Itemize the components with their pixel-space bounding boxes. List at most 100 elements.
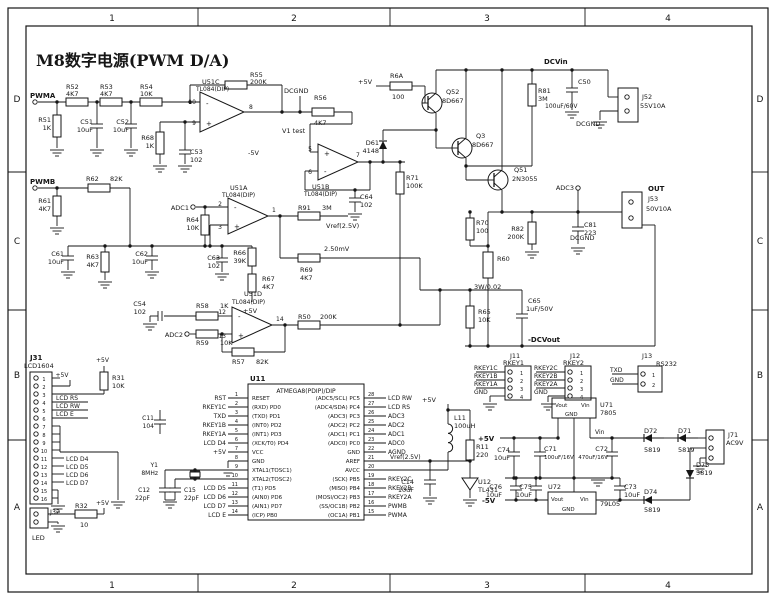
label-b: B [14,371,20,381]
label-r81: R81 [538,87,551,95]
label-c12: C12 [138,487,150,494]
label-22: 22 [368,446,374,452]
label-28: 28 [368,392,374,398]
label-lcd-d7: LCD D7 [204,503,227,510]
label-tl084-dip: TL084(DIP) [303,191,337,198]
label-j11: J11 [509,352,520,360]
label-14: 14 [232,509,238,515]
label-rs232: RS232 [656,360,677,368]
label-c62: C62 [135,250,148,258]
r64-body [200,214,210,236]
label-100uf-60v: 100uF/60V [545,103,578,110]
label-lcd-d4: LCD D4 [204,440,227,447]
label-ain0-pd6: (AIN0) PD6 [252,495,283,501]
label-q51: Q51 [514,166,527,174]
label-c51: C51 [80,118,93,126]
label-adc0-pc0: (ADC0) PC0 [328,441,361,447]
junction-dot [298,110,302,114]
q51-symbol [493,182,503,191]
label-u71: U71 [600,401,613,409]
label-reset: RESET [252,396,270,402]
label-ain1-pd7: (AIN1) PD7 [252,504,283,510]
label-miso-pb4: (MISO) PB4 [329,486,360,492]
label-r68: R68 [141,134,154,142]
label-3m: 3M [322,204,332,212]
label-5v: -5V [248,149,259,157]
label-8: 8 [235,455,238,461]
label-r65: R65 [478,308,491,316]
junction-dot [556,436,560,440]
label-xck-t0-pd4: (XCK/T0) PD4 [252,441,289,447]
label-d72: D72 [644,427,657,435]
label-10uf: 10uF [516,491,532,499]
junction-dot [486,244,490,248]
label-out: OUT [648,185,665,193]
label-r63: R63 [86,253,99,261]
label-25: 25 [368,419,374,425]
label-9: 9 [192,120,196,127]
junction-dot [538,436,542,440]
label-r71: R71 [406,174,419,182]
label-55v10a: 55V10A [640,102,666,110]
label-4: 4 [665,14,671,24]
pin-icon [190,204,196,210]
label-+: + [238,332,244,340]
label-102: 102 [360,201,372,209]
label-gnd: GND [474,389,488,396]
label-14: 14 [41,481,47,487]
label-8: 8 [249,104,253,111]
l11-symbol [447,423,454,453]
label-r67: R67 [262,275,275,283]
junction-dot [486,344,490,348]
label-5819: 5819 [644,506,661,514]
pin-icon [33,391,39,397]
label-tl084-dip: TL084(DIP) [195,86,229,93]
label-j12: J12 [569,352,580,360]
pin-icon [33,399,39,405]
pin-icon [33,511,39,517]
label-r59: R59 [196,339,209,347]
label-lcd-d5: LCD D5 [66,464,89,471]
label-10uf: 10uF [77,126,93,134]
label-xtal1-tosc1: XTAL1(TOSC1) [252,468,292,474]
label-100uf-16v: 100uF/16V [544,455,574,461]
label-10uf: 10uF [398,486,414,494]
label-+5v: +5V [56,372,70,379]
label-1: 1 [235,392,238,398]
q3-symbol [457,150,467,159]
label-c50: C50 [578,78,591,86]
junction-dot [468,210,472,214]
label-1: 1 [42,377,45,383]
label-200k: 200K [507,233,524,241]
label-3m: 3M [538,95,548,103]
junction-dot [572,476,576,480]
label-r61: R61 [38,197,51,205]
label-+: + [206,120,212,128]
label-1: 1 [272,207,276,214]
pin-icon [575,185,581,191]
label-u51c: U51C [202,78,220,86]
label-r53: R53 [100,83,113,91]
r67-body [247,273,257,293]
label-4k7: 4K7 [38,205,51,213]
label-1: 1 [109,581,115,591]
label-10uf: 10uF [624,491,640,499]
junction-dot [464,68,468,72]
r58-body [195,311,219,321]
label-20: 20 [368,464,374,470]
label-d73: D73 [696,461,709,469]
label-lcd-rw: LCD RW [388,395,412,402]
label-10k: 10K [112,382,125,390]
label-j71: J71 [727,431,738,439]
junction-dot [538,476,542,480]
junction-dot [203,205,207,209]
r59-body [195,329,219,339]
label-r56: R56 [314,94,327,102]
label-u12: U12 [478,478,491,486]
label-7: 7 [235,446,238,452]
r57-body [231,347,255,357]
label-c73: C73 [624,483,637,491]
label-3: 3 [580,387,583,393]
label-+: + [324,150,330,158]
label-dcvin: DCVin [544,58,568,66]
